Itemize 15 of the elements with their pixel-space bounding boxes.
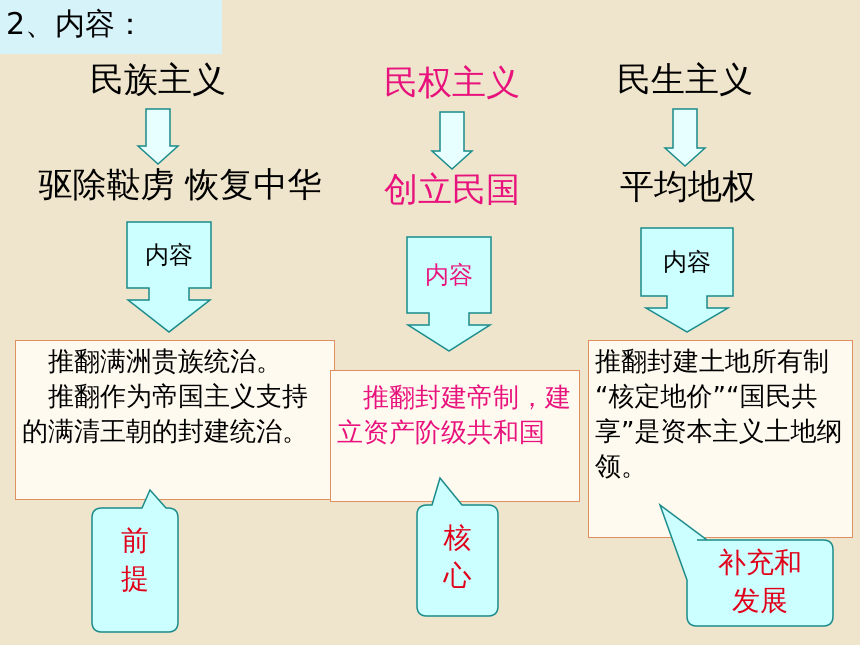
text-box: 推翻满洲贵族统治。 推翻作为帝国主义支持的满清王朝的封建统治。 (15, 340, 335, 500)
block-arrow (430, 111, 474, 170)
speech-bubble: 核心 (417, 478, 498, 616)
speech-bubble: 补充和发展 (660, 505, 833, 626)
principle-heading: 民生主义 (605, 55, 765, 105)
block-arrow (663, 108, 707, 167)
principle-heading: 民族主义 (78, 55, 238, 105)
text-box: 推翻封建土地所有制 “核定地价”“国民共享”是资本主义土地纲领。 (588, 340, 853, 538)
principle-heading: 民权主义 (372, 58, 532, 108)
slogan-text: 平均地权 (608, 162, 768, 212)
text-box: 推翻封建帝制，建立资产阶级共和国 (330, 370, 580, 502)
slogan-text: 创立民国 (372, 165, 532, 215)
block-arrow (136, 108, 180, 165)
slogan-text: 驱除鞑虏 恢复中华 (14, 160, 346, 210)
title-banner: 2、内容： (0, 0, 222, 54)
